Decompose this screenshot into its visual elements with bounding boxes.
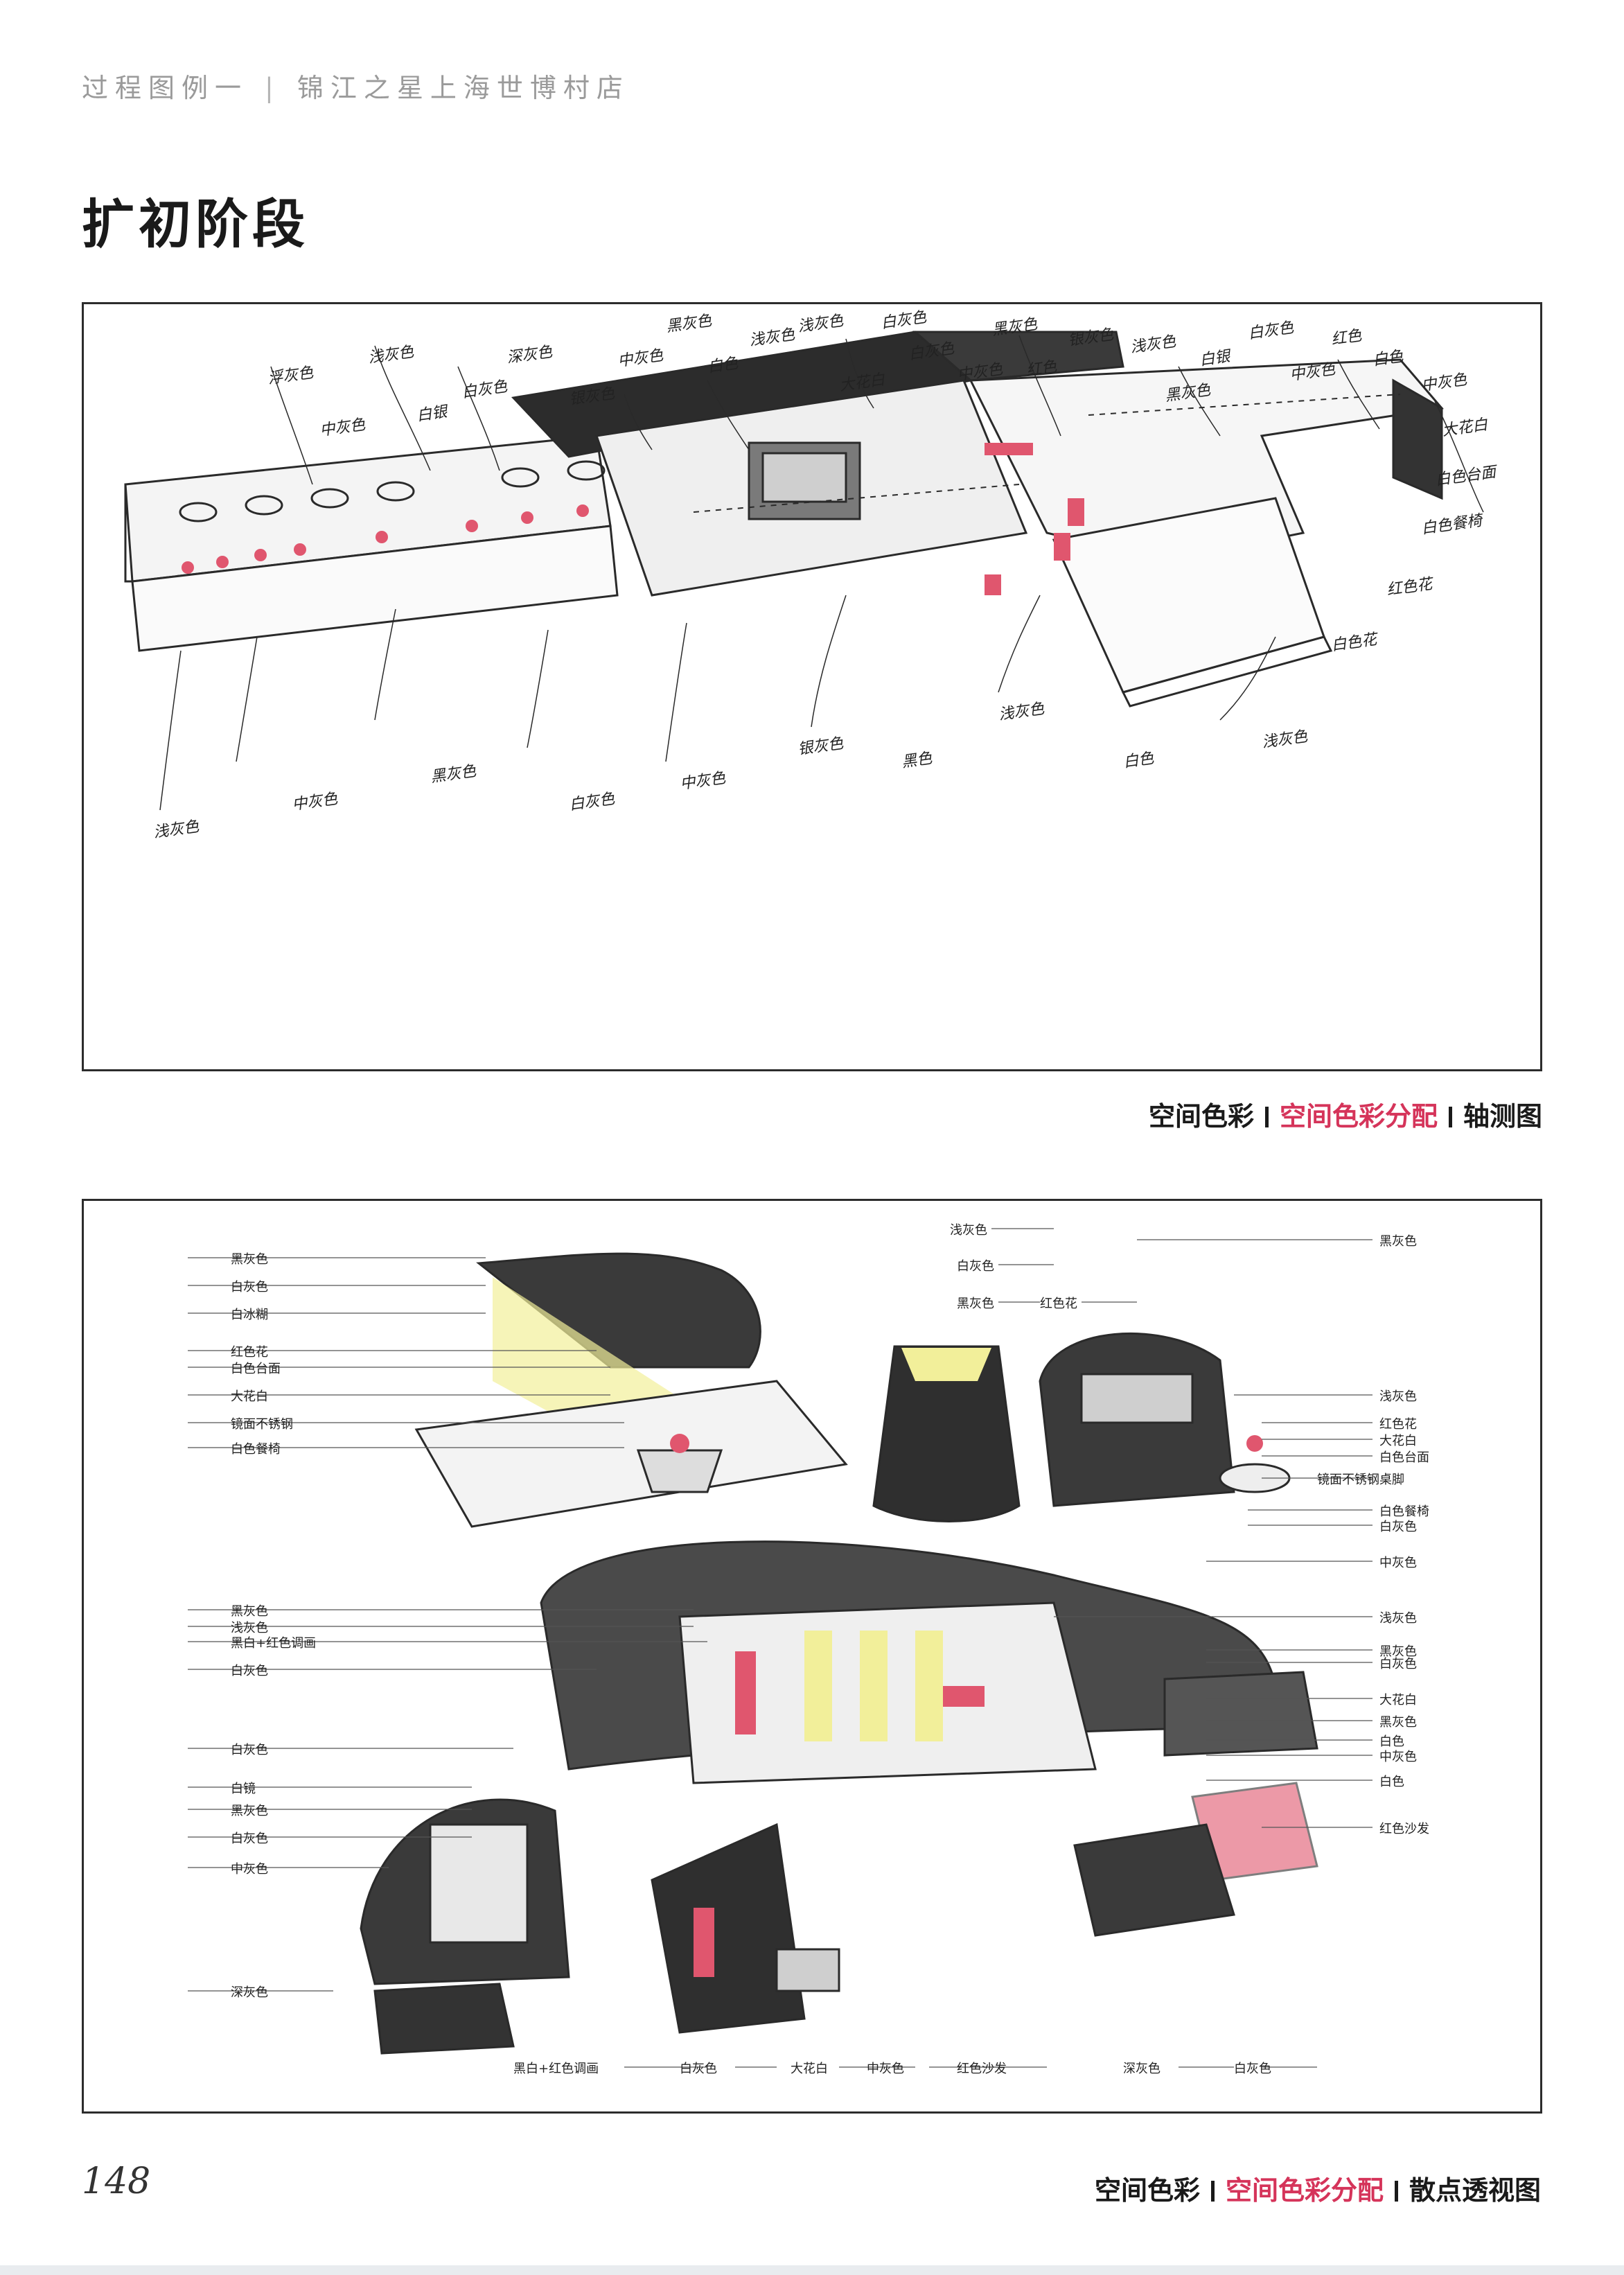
sketch1-label: 红色 xyxy=(1330,327,1363,349)
sketch2-left-label: 浅灰色 xyxy=(231,1621,268,1635)
caption2-part1: 空间色彩 xyxy=(1094,2175,1200,2206)
sketch2-left-label: 白镜 xyxy=(231,1782,256,1796)
sketch2-right-label: 黑灰色 xyxy=(1379,1715,1417,1730)
caption2-part2: 空间色彩分配 xyxy=(1225,2175,1384,2206)
sketch2-left-label: 白冰糊 xyxy=(231,1308,268,1322)
sketch2-right-label: 黑灰色 xyxy=(1379,1234,1417,1249)
sketch2-bottom-label: 红色沙发 xyxy=(957,2062,1007,2076)
section-title: 扩初阶段 xyxy=(82,193,309,255)
sketch2-left-label: 白灰色 xyxy=(231,1743,268,1757)
axonometric-sketch xyxy=(124,331,1484,811)
sketch2-bottom-label: 白灰色 xyxy=(680,2062,717,2076)
sketch2-left-label: 白色餐椅 xyxy=(231,1442,281,1457)
sketch2-left-label: 镜面不锈钢 xyxy=(231,1417,293,1432)
sketch2-left-label: 红色花 xyxy=(231,1345,268,1360)
sketch2-left-label: 白灰色 xyxy=(231,1280,268,1294)
sketch2-right-label: 白色餐椅 xyxy=(1379,1504,1429,1519)
sketch2-left-label: 白色台面 xyxy=(231,1362,281,1376)
sketch1-caption: 空间色彩空间色彩分配轴测图 xyxy=(1149,1095,1542,1133)
sketch2-top-label: 白灰色 xyxy=(957,1259,994,1274)
sketch2-left-label: 黑灰色 xyxy=(231,1604,268,1619)
header-separator: | xyxy=(265,73,281,103)
bottom-edge-strip xyxy=(0,2265,1624,2275)
caption-divider xyxy=(1394,2181,1398,2202)
sketch2-left-label: 中灰色 xyxy=(231,1862,268,1877)
sketch2-top-label: 红色花 xyxy=(1040,1297,1077,1311)
caption-divider xyxy=(1210,2181,1215,2202)
caption1-part3: 轴测图 xyxy=(1463,1101,1542,1132)
caption-divider xyxy=(1448,1107,1452,1127)
sketch1-label: 黑色 xyxy=(900,750,933,771)
sketch1-label: 白色 xyxy=(706,355,739,376)
page-number: 148 xyxy=(82,2161,151,2202)
sketch2-right-label: 红色花 xyxy=(1379,1417,1417,1432)
sketch2-left-label: 大花白 xyxy=(231,1389,268,1404)
caption1-part1: 空间色彩 xyxy=(1148,1101,1254,1132)
sketch2-bottom-label: 白灰色 xyxy=(1234,2062,1271,2076)
sketch2-right-label: 白灰色 xyxy=(1379,1657,1417,1671)
header-project: 锦江之星上海世博村店 xyxy=(297,73,630,103)
sketch2-right-label: 中灰色 xyxy=(1379,1556,1417,1570)
sketch2-right-label: 白色台面 xyxy=(1379,1450,1429,1465)
running-header: 过程图例一 | 锦江之星上海世博村店 xyxy=(82,67,630,105)
sketch2-bottom-label: 中灰色 xyxy=(867,2062,904,2076)
sketch2-left-label: 白灰色 xyxy=(231,1664,268,1678)
caption2-part3: 散点透视图 xyxy=(1409,2175,1541,2206)
sketch2-bottom-label: 深灰色 xyxy=(1123,2062,1160,2076)
sketch2-top-label: 浅灰色 xyxy=(950,1223,987,1238)
sketch2-top-label: 黑灰色 xyxy=(957,1297,994,1311)
sketch2-right-label: 大花白 xyxy=(1379,1693,1417,1707)
perspective-sketch-frame: 黑灰色 白灰色 白冰糊 红色花 白色台面 大花白 镜面不锈钢 白色餐椅 黑灰色 … xyxy=(82,1199,1542,2114)
sketch1-label: 白银 xyxy=(415,403,448,425)
perspective-sketch xyxy=(188,1228,1373,2068)
sketch2-left-label: 黑灰色 xyxy=(231,1252,268,1267)
sketch2-caption: 空间色彩空间色彩分配散点透视图 xyxy=(1095,2169,1541,2207)
sketch2-right-label: 中灰色 xyxy=(1379,1750,1417,1764)
sketch2-right-label: 大花白 xyxy=(1379,1434,1417,1448)
sketch2-right-label: 镜面不锈钢桌脚 xyxy=(1317,1473,1404,1487)
sketch2-right-label: 浅灰色 xyxy=(1379,1611,1417,1626)
sketch1-label: 白银 xyxy=(1198,348,1231,369)
sketch2-right-label: 黑灰色 xyxy=(1379,1644,1417,1659)
sketch2-left-label: 黑白+红色调画 xyxy=(231,1636,317,1651)
sketch2-left-label: 白灰色 xyxy=(231,1832,268,1846)
sketch2-right-label: 浅灰色 xyxy=(1379,1389,1417,1404)
sketch2-right-label: 白色 xyxy=(1379,1734,1404,1749)
sketch2-bottom-label: 黑白+红色调画 xyxy=(513,2062,599,2076)
sketch1-label: 白色 xyxy=(1371,348,1404,369)
header-series: 过程图例一 xyxy=(82,73,249,103)
caption-divider xyxy=(1264,1107,1269,1127)
sketch2-left-label: 黑灰色 xyxy=(231,1804,268,1818)
sketch2-left-label: 深灰色 xyxy=(231,1985,268,2000)
sketch2-right-label: 白灰色 xyxy=(1379,1520,1417,1534)
sketch2-bottom-label: 大花白 xyxy=(791,2062,828,2076)
sketch2-right-label: 红色沙发 xyxy=(1379,1822,1429,1836)
sketch2-right-label: 白色 xyxy=(1379,1775,1404,1789)
caption1-part2: 空间色彩分配 xyxy=(1279,1101,1438,1132)
sketch1-label: 白色 xyxy=(1122,750,1155,771)
axonometric-sketch-frame: 浮灰色 中灰色 浅灰色 白银 白灰色 深灰色 银灰色 中灰色 黑灰色 白色 浅灰… xyxy=(82,302,1542,1071)
sketch1-label: 红色 xyxy=(1025,358,1058,380)
